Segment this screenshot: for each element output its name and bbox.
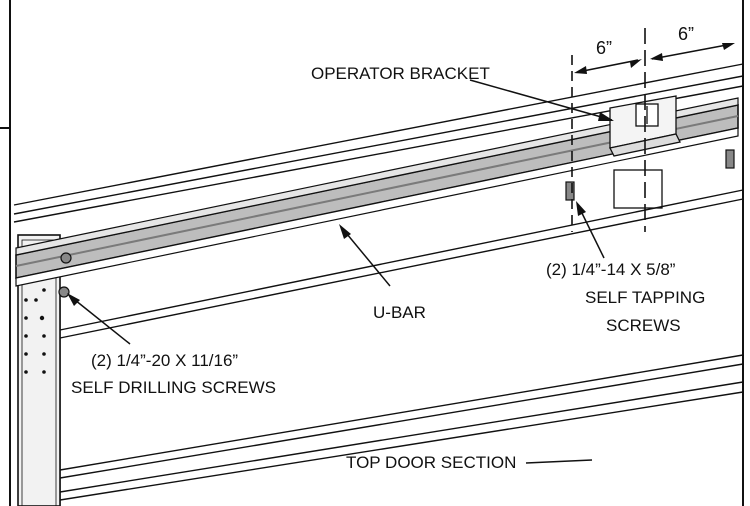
tapping-screws-label-line2: SELF TAPPING	[585, 288, 705, 307]
operator-bracket-label: OPERATOR BRACKET	[311, 64, 490, 83]
door-cutout	[613, 169, 663, 209]
top-door-section-label: TOP DOOR SECTION	[346, 453, 516, 472]
tapping-screws-label-line1: (2) 1/4”-14 X 5/8”	[546, 260, 676, 279]
leader-arrowheads	[67, 112, 614, 306]
u-bar-label: U-BAR	[373, 303, 426, 322]
leader-lines	[69, 79, 613, 464]
self-drilling-screws	[58, 252, 72, 298]
dimension-label-left: 6”	[596, 38, 612, 58]
dimension-label-right: 6”	[678, 24, 694, 44]
u-bar	[15, 97, 739, 287]
drilling-screws-label-line1: (2) 1/4”-20 X 11/16”	[91, 351, 238, 370]
drilling-screws-label-line2: SELF DRILLING SCREWS	[71, 378, 276, 397]
dimension-arrows	[574, 43, 735, 74]
tapping-screws-label-line3: SCREWS	[606, 316, 681, 335]
self-tapping-screws	[565, 149, 735, 201]
dimension-lines	[571, 28, 733, 232]
